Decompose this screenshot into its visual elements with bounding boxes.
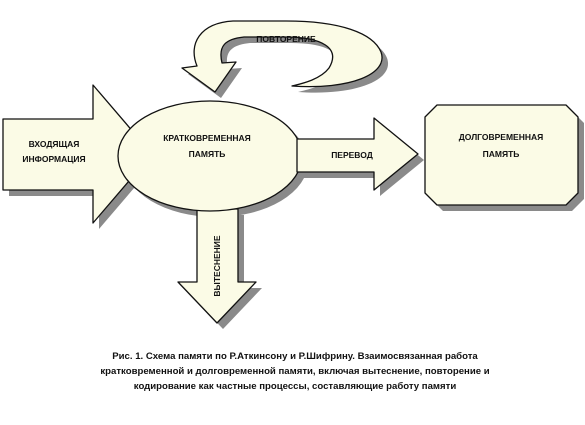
stm-label-line1: КРАТКОВРЕМЕННАЯ	[163, 133, 251, 143]
caption-line-2: кратковременной и долговременной памяти,…	[100, 366, 490, 377]
ltm-label-line2: ПАМЯТЬ	[483, 149, 520, 159]
figure-caption: Рис. 1. Схема памяти по Р.Аткинсону и Р.…	[40, 349, 550, 394]
long-term-memory-box	[424, 104, 579, 206]
displacement-label: ВЫТЕСНЕНИЕ	[212, 235, 222, 297]
ltm-label-line1: ДОЛГОВРЕМЕННАЯ	[459, 132, 544, 142]
input-label-line2: ИНФОРМАЦИЯ	[22, 154, 85, 164]
input-arrow	[2, 84, 153, 224]
displacement-arrow	[177, 208, 257, 324]
repetition-arrow	[181, 20, 383, 93]
transfer-arrow	[296, 117, 419, 191]
caption-line-1: Рис. 1. Схема памяти по Р.Аткинсону и Р.…	[112, 351, 478, 362]
stm-label-line2: ПАМЯТЬ	[189, 149, 226, 159]
transfer-label: ПЕРЕВОД	[331, 150, 373, 160]
repetition-label: ПОВТОРЕНИЕ	[256, 34, 316, 44]
input-label-line1: ВХОДЯЩАЯ	[29, 139, 80, 149]
caption-line-3: кодирование как частные процессы, состав…	[133, 381, 457, 392]
